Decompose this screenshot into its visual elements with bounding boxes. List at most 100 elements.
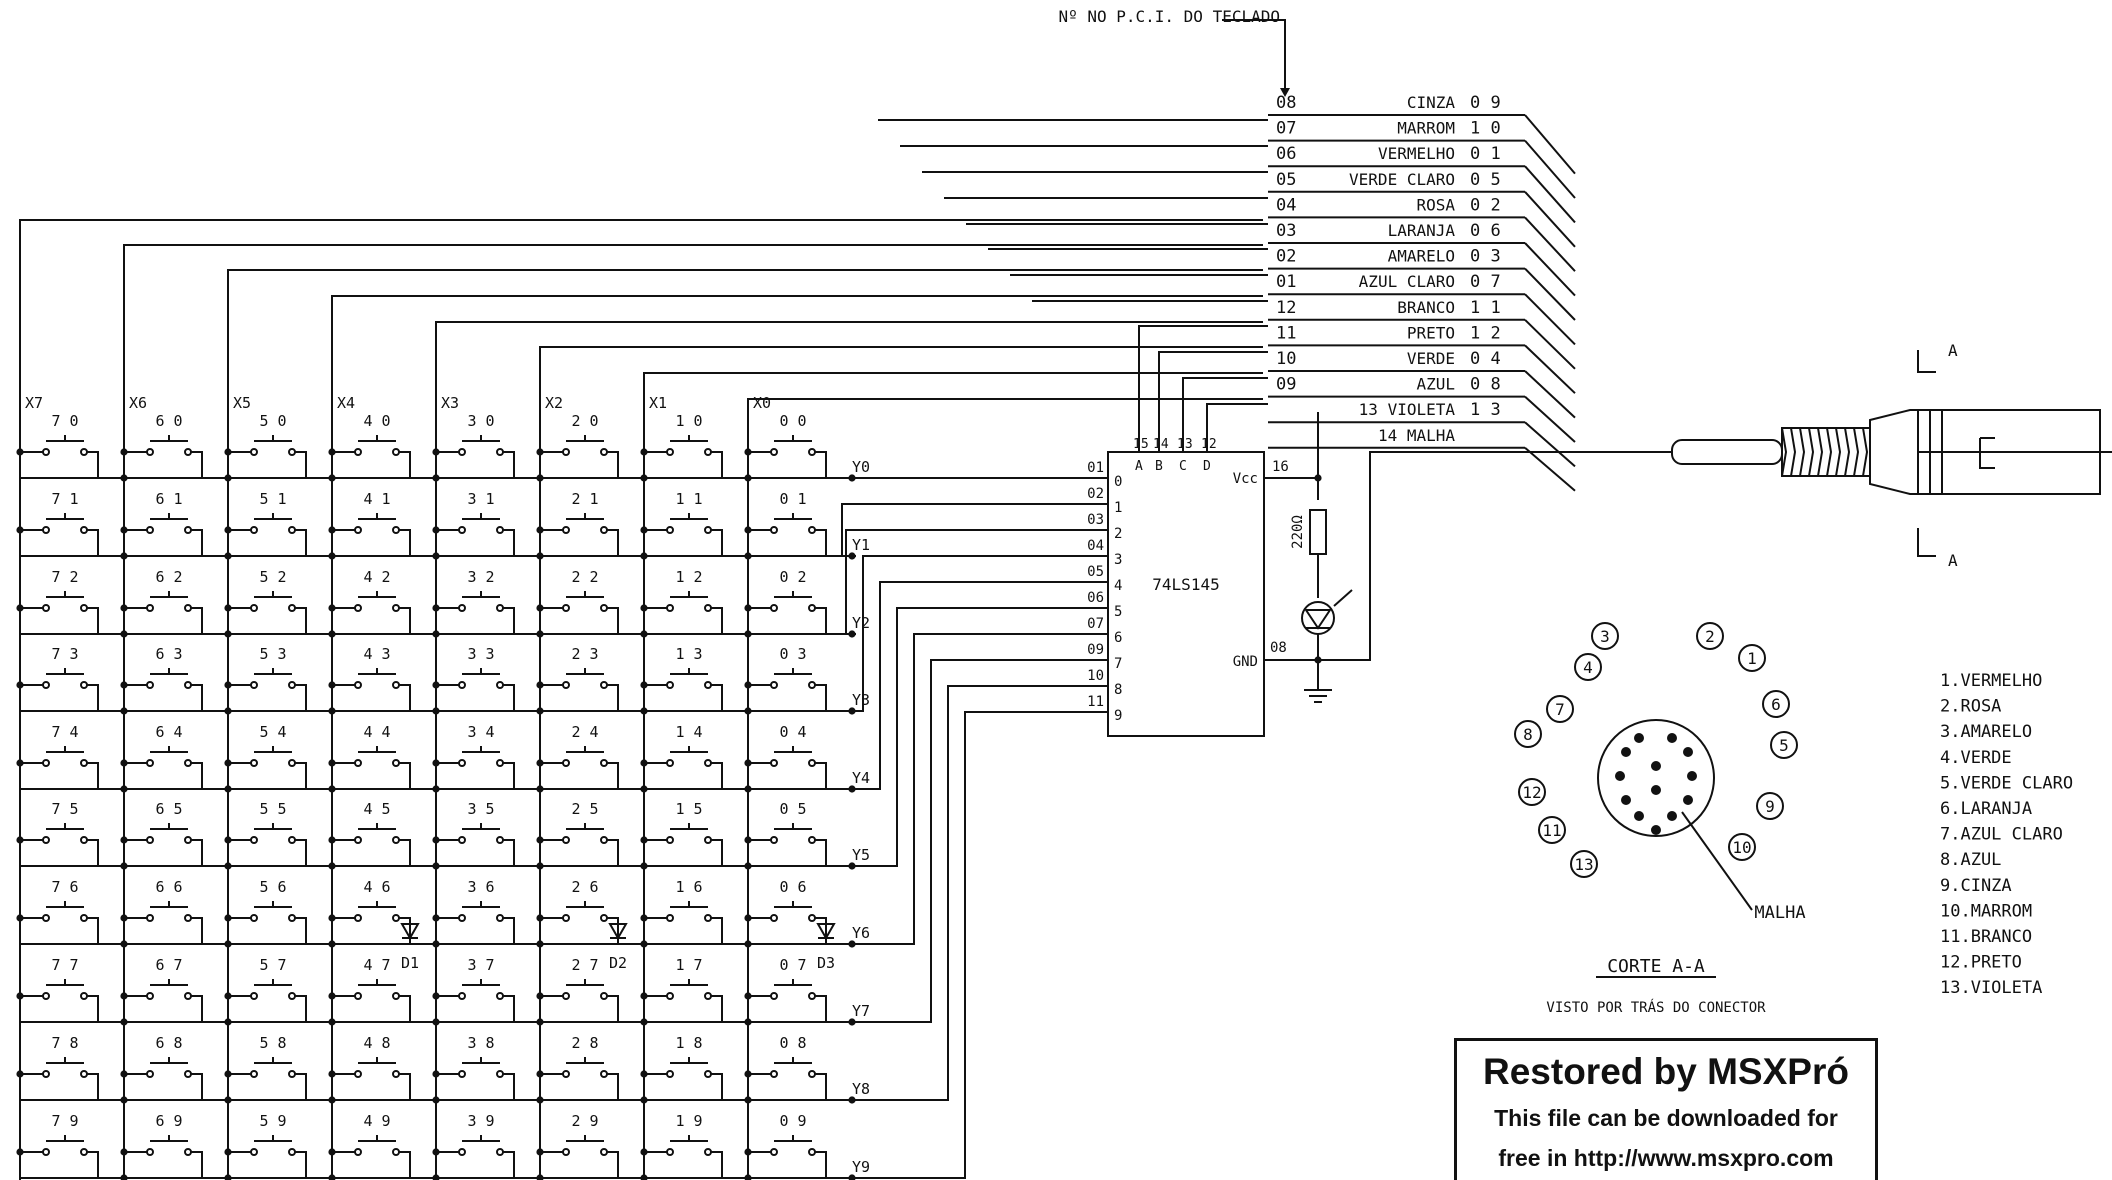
switch-contact: [666, 1070, 674, 1078]
key-junction: [224, 1070, 232, 1078]
switch-contact: [288, 526, 296, 534]
key-label-67: 6 7: [155, 956, 182, 974]
key-junction: [16, 526, 24, 534]
key-label-01: 0 1: [779, 490, 806, 508]
switch-contact: [250, 759, 258, 767]
row-junction: [328, 707, 336, 715]
connector-pin-11: 11: [1542, 821, 1561, 840]
switch-contact: [184, 1070, 192, 1078]
ic-output-index-5: 5: [1114, 604, 1122, 620]
key-junction: [328, 759, 336, 767]
key-junction: [432, 681, 440, 689]
resistor-label: 220Ω: [1290, 515, 1306, 549]
cable-pci-11: 11: [1276, 323, 1296, 343]
switch-wire: [503, 607, 540, 635]
key-junction: [432, 604, 440, 612]
key-junction: [16, 992, 24, 1000]
cable-fan: [1524, 191, 1576, 248]
row-junction: [744, 785, 752, 793]
row-junction: [224, 707, 232, 715]
switch-wire: [815, 839, 852, 867]
key-junction: [536, 836, 544, 844]
switch-wire: [399, 917, 436, 945]
key-junction: [16, 604, 24, 612]
switch-contact: [392, 914, 400, 922]
spring-coil: [1799, 427, 1806, 477]
switch-wire: [607, 684, 644, 712]
ic-gnd-label: GND: [1233, 654, 1258, 670]
cable-pin-5: 0 6: [1470, 221, 1501, 241]
switch-contact: [704, 836, 712, 844]
key-junction: [224, 526, 232, 534]
row-junction: [744, 630, 752, 638]
key-junction: [224, 914, 232, 922]
key-junction: [328, 836, 336, 844]
ic-vcc-pin: 16: [1272, 459, 1289, 475]
key-junction: [432, 759, 440, 767]
row-junction: [224, 1174, 232, 1180]
switch-wire: [711, 684, 748, 712]
ic-input-feed: [1206, 403, 1268, 452]
switch-wire: [607, 1151, 644, 1179]
key-junction: [536, 1070, 544, 1078]
key-label-33: 3 3: [467, 645, 494, 663]
column-feed: [227, 269, 1263, 418]
connector-hole-10: [1667, 811, 1677, 821]
connector-face: [1597, 719, 1715, 837]
switch-wire: [191, 917, 228, 945]
cable-pin-8: 1 1: [1470, 298, 1501, 318]
switch-contact: [80, 604, 88, 612]
key-junction: [640, 681, 648, 689]
key-junction: [16, 448, 24, 456]
resistor-220: [1309, 509, 1327, 555]
switch-contact: [354, 448, 362, 456]
key-junction: [640, 448, 648, 456]
key-junction: [432, 914, 440, 922]
pci-header-note: Nº NO P.C.I. DO TECLADO: [1058, 7, 1280, 26]
key-label-65: 6 5: [155, 800, 182, 818]
switch-contact: [770, 604, 778, 612]
switch-contact: [354, 836, 362, 844]
cable-fan: [1524, 447, 1576, 492]
switch-contact: [496, 526, 504, 534]
switch-wire: [295, 529, 332, 557]
key-label-79: 7 9: [51, 1112, 78, 1130]
key-junction: [744, 1070, 752, 1078]
row-junction: [120, 862, 128, 870]
switch-contact: [808, 914, 816, 922]
ic-output-pcb-07: 07: [1087, 616, 1104, 632]
connector-pin-7: 7: [1555, 700, 1565, 719]
switch-contact: [600, 448, 608, 456]
row-junction: [744, 707, 752, 715]
key-label-08: 0 8: [779, 1034, 806, 1052]
switch-wire: [399, 1151, 436, 1179]
key-label-30: 3 0: [467, 412, 494, 430]
key-junction: [536, 681, 544, 689]
ic-output-index-7: 7: [1114, 656, 1122, 672]
key-label-48: 4 8: [363, 1034, 390, 1052]
spring-coil: [1862, 427, 1869, 477]
switch-contact: [704, 759, 712, 767]
switch-wire: [295, 762, 332, 790]
switch-contact: [42, 914, 50, 922]
wire-color-11: 11.BRANCO: [1940, 927, 2032, 947]
switch-contact: [146, 914, 154, 922]
cable-pin-0: 0 9: [1470, 93, 1501, 113]
key-label-47: 4 7: [363, 956, 390, 974]
switch-contact: [250, 526, 258, 534]
key-junction: [224, 836, 232, 844]
key-junction: [224, 604, 232, 612]
ic-vcc-label: Vcc: [1233, 471, 1258, 487]
key-junction: [640, 836, 648, 844]
switch-wire: [711, 451, 748, 479]
switch-wire: [399, 839, 436, 867]
row-junction: [224, 940, 232, 948]
switch-wire: [711, 917, 748, 945]
key-junction: [328, 914, 336, 922]
switch-contact: [496, 604, 504, 612]
switch-contact: [704, 604, 712, 612]
row-junction: [432, 552, 440, 560]
ic-output-index-0: 0: [1114, 474, 1122, 490]
spring-coil: [1808, 427, 1815, 477]
switch-contact: [288, 836, 296, 844]
